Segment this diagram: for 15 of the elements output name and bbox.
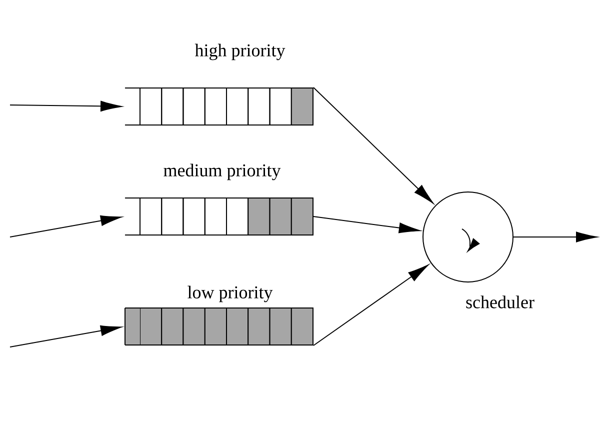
queue: high priority <box>124 44 314 126</box>
arrow <box>313 264 429 346</box>
arrow <box>513 232 598 242</box>
scheduler-circle <box>422 192 514 282</box>
arrow <box>313 87 434 204</box>
node-caption: scheduler <box>466 296 534 308</box>
arrow <box>10 215 122 238</box>
queue: low priority <box>124 286 314 346</box>
arrow <box>10 325 122 348</box>
arrow <box>313 216 420 234</box>
node-label: low priority <box>188 286 273 302</box>
arrow <box>10 100 122 112</box>
node-label: medium priority <box>164 164 281 180</box>
node-label: high priority <box>194 44 286 60</box>
queue: medium priority <box>124 164 314 236</box>
